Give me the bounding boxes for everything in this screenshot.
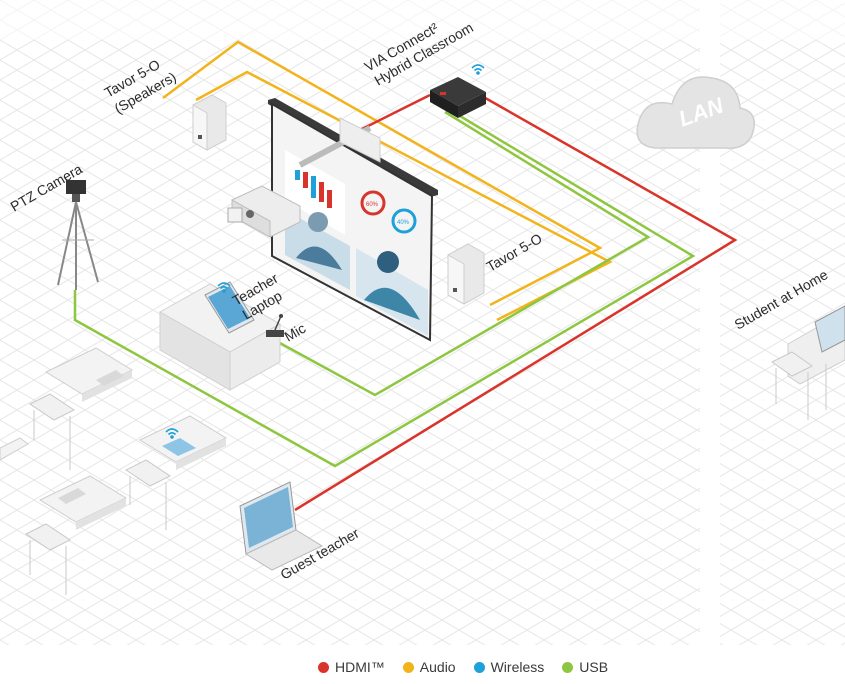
legend-item-hdmi: HDMI™: [318, 659, 385, 675]
student-chair: [29, 393, 75, 470]
wifi-icon: [165, 428, 179, 439]
legend-item-usb: USB: [562, 659, 608, 675]
lan-cloud-icon: LAN: [636, 76, 755, 149]
student-desk: [44, 347, 134, 402]
legend-dot-icon: [473, 661, 485, 673]
guest-laptop-icon: [239, 481, 324, 571]
legend-label: USB: [579, 659, 609, 675]
legend-label: HDMI™: [335, 659, 385, 675]
screen-bar: [303, 172, 308, 188]
student-chair: [25, 523, 71, 595]
screen-stat-left: 60%: [366, 202, 379, 208]
mic-icon: [266, 314, 284, 337]
usb-cable-camera: [73, 108, 696, 468]
screen-stat-circle: [360, 190, 386, 216]
legend-label: Audio: [419, 659, 456, 675]
hdmi-cable-guest: [294, 93, 738, 512]
legend: HDMI™ Audio Wireless USB: [318, 656, 608, 678]
home-chair: [771, 351, 827, 420]
legend-dot-icon: [562, 661, 574, 673]
screen-bar: [327, 190, 332, 208]
screen-bar: [311, 176, 316, 198]
remote-person-avatar: [308, 212, 328, 232]
audio-cable-speaker-left: [162, 40, 603, 307]
via-connect-device: [430, 77, 486, 118]
teacher-laptop-icon: [204, 281, 255, 334]
ptz-camera-icon: [57, 180, 99, 290]
student-chair: [125, 459, 171, 530]
legend-item-audio: Audio: [402, 659, 456, 675]
legend-dot-icon: [318, 661, 329, 673]
screen-bar: [319, 182, 324, 202]
student-desk: [38, 475, 128, 530]
remote-student-avatar: [377, 251, 399, 273]
projector: [227, 117, 381, 238]
legend-dot-icon: [402, 661, 414, 673]
speaker-left-icon: [192, 94, 227, 151]
legend-item-wireless: Wireless: [473, 659, 545, 675]
screen-stat-right: 40%: [397, 220, 410, 226]
screen-bar: [295, 170, 300, 180]
wifi-icon: [471, 64, 485, 75]
speaker-right-icon: [447, 243, 485, 305]
screen-stat-circle: [391, 208, 417, 234]
student-desk: [138, 415, 228, 470]
usb-cable-mic: [277, 110, 651, 397]
student-desk: [0, 437, 29, 461]
legend-label: Wireless: [490, 659, 545, 675]
wifi-icon: [217, 282, 231, 293]
